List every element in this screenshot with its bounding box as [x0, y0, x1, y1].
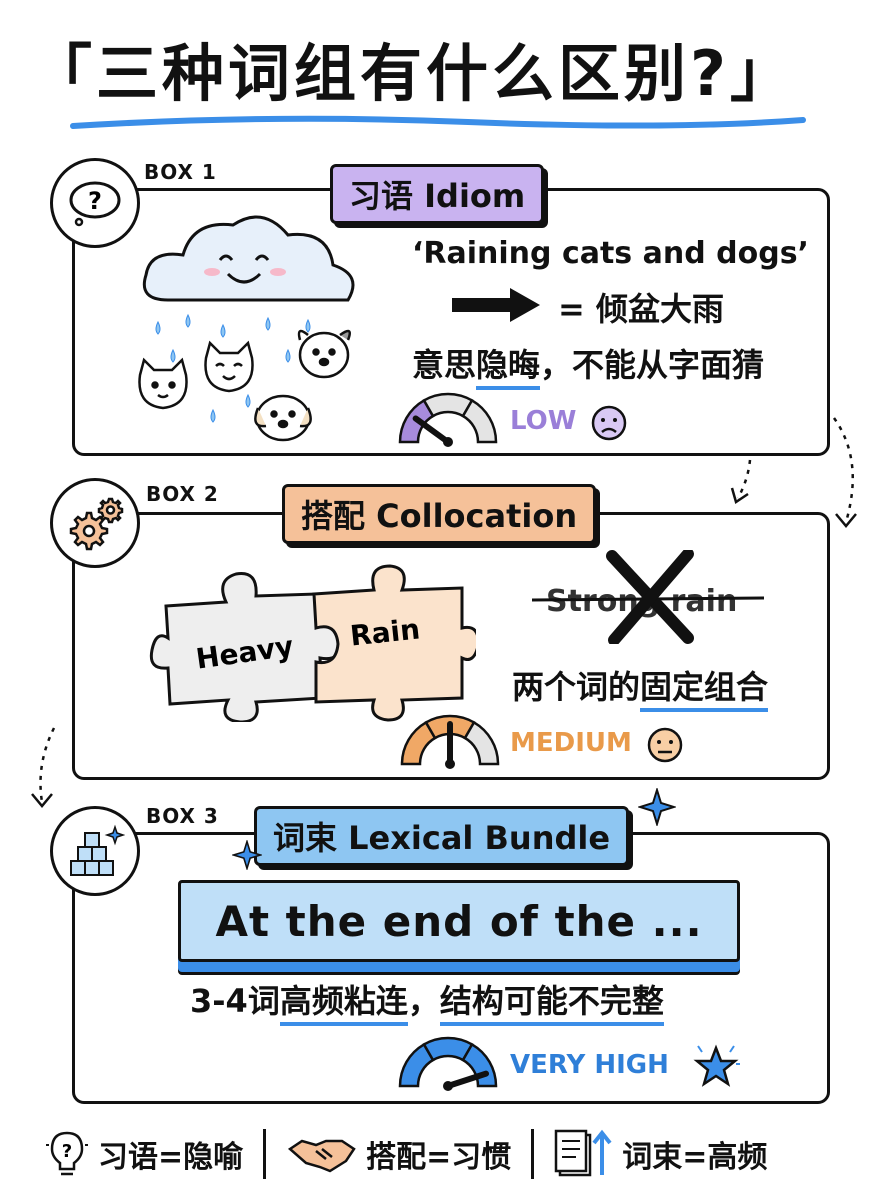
collocation-note-highlight: 固定组合: [640, 668, 769, 712]
gauge-needle: [445, 1070, 490, 1089]
gears-icon: [50, 478, 140, 568]
box2-label: BOX 2: [146, 482, 219, 506]
arrow-right-icon: [452, 288, 540, 322]
sad-face-icon: [591, 405, 627, 441]
connector-arrow-2: [31, 727, 56, 808]
box3-label: BOX 3: [146, 804, 219, 828]
lexical-note-comma: ，: [407, 982, 440, 1020]
gauge-low: [398, 392, 498, 447]
gauge-hub: [445, 759, 455, 769]
idiom-note-highlight: 隐晦: [476, 346, 541, 390]
lexical-bundle-tag: 词束 Lexical Bundle: [254, 806, 630, 866]
legend-bundle: 词束=高频: [554, 1127, 767, 1181]
legend-divider: [531, 1129, 535, 1179]
legend-idiom-text: 习语=隐喻: [98, 1140, 244, 1175]
lexical-bundle-banner: At the end of the ...: [178, 880, 740, 962]
gauge-medium: [400, 714, 500, 769]
blocks-icon: [50, 806, 140, 896]
question-bubble-icon: ?: [50, 158, 140, 248]
page-title: 「三种词组有什么区别?」: [30, 37, 796, 110]
title-underline: [70, 115, 806, 129]
legend-bundle-text: 词束=高频: [622, 1140, 768, 1175]
idiom-note-start: 意思: [412, 346, 477, 384]
legend-idiom: ? 习语=隐喻: [44, 1127, 243, 1181]
level-very-high: VERY HIGH: [510, 1050, 669, 1080]
idiom-meaning: = 倾盆大雨: [558, 290, 724, 328]
idiom-note-end: ，不能从字面猜: [540, 346, 765, 384]
svg-text:?: ?: [62, 1141, 72, 1162]
lightbulb-icon: ?: [46, 1131, 88, 1176]
idiom-phrase: ‘Raining cats and dogs’: [412, 236, 809, 271]
puzzle-illustration: Heavy Rain: [149, 564, 476, 722]
gauge-segment: [463, 720, 500, 766]
level-low: LOW: [510, 406, 577, 436]
neutral-face-icon: [647, 727, 683, 763]
legend-divider: [263, 1129, 267, 1179]
idiom-tag: 习语 Idiom: [330, 164, 545, 224]
box1-label: BOX 1: [144, 160, 217, 184]
gauge-segment: [461, 398, 498, 444]
puzzle-rain: Rain: [348, 612, 421, 652]
idiom-note: 意思隐晦，不能从字面猜: [412, 340, 765, 390]
svg-text:?: ?: [88, 187, 102, 215]
document-icon: [555, 1129, 612, 1177]
gauge-needle: [412, 415, 451, 445]
legend-bar: ? 习语=隐喻 搭配=习惯 词束=高频: [44, 1124, 864, 1184]
gauge-hub: [443, 437, 453, 447]
lexical-note-highlight1: 高频粘连: [279, 982, 408, 1026]
collocation-note-start: 两个词的: [512, 668, 641, 706]
gauge-hub: [443, 1081, 453, 1091]
level-medium: MEDIUM: [510, 728, 632, 758]
collocation-tag: 搭配 Collocation: [282, 484, 597, 544]
sparkle-icon: [232, 840, 262, 870]
legend-collocation: 搭配=习惯: [286, 1131, 511, 1177]
gauge-very-high: [398, 1036, 498, 1091]
lexical-note-start: 3-4词: [190, 982, 280, 1020]
sparkle-icon: [638, 788, 676, 826]
star-icon: [693, 1044, 740, 1087]
collocation-note: 两个词的固定组合: [512, 662, 769, 712]
lexical-note-highlight2: 结构可能不完整: [439, 982, 664, 1026]
connector-arrow-1: [730, 417, 857, 528]
lexical-note: 3-4词高频粘连，结构可能不完整: [190, 976, 664, 1026]
strikethrough-cross-icon: [531, 550, 765, 644]
cloud-rain-illustration: [138, 215, 355, 442]
legend-collocation-text: 搭配=习惯: [366, 1140, 512, 1175]
handshake-icon: [288, 1139, 356, 1173]
